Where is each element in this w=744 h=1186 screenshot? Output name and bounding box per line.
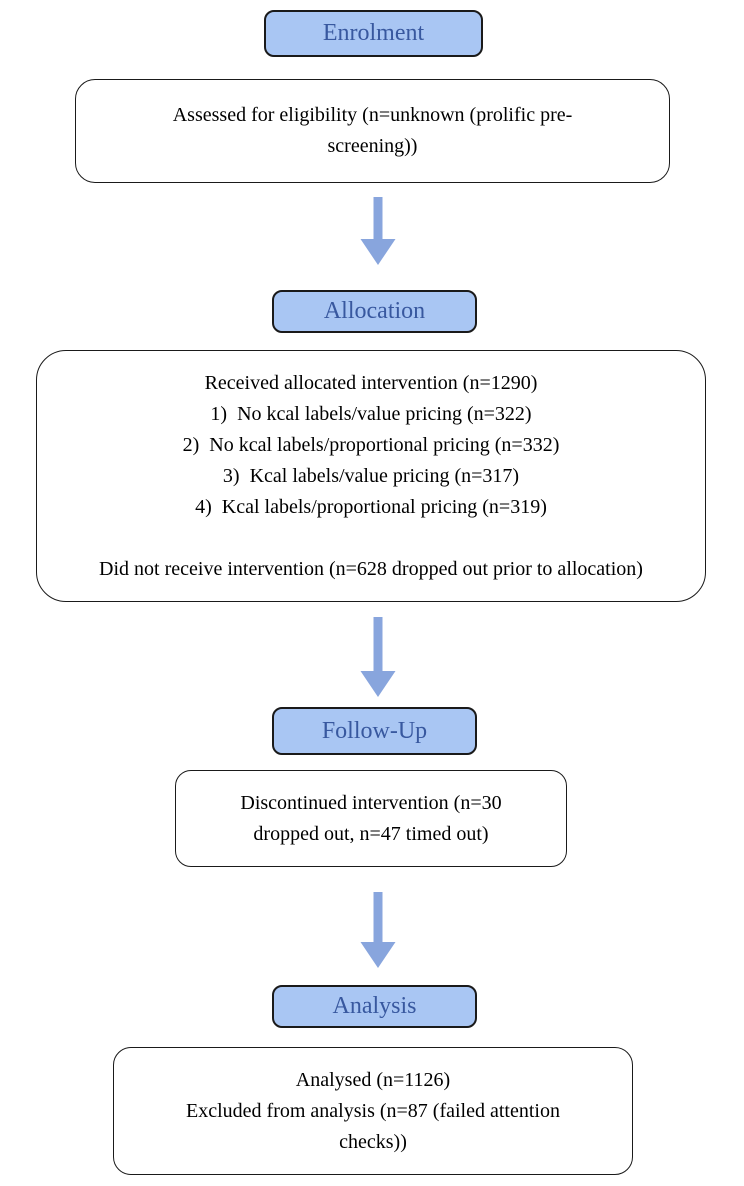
stage-header-followup-label: Follow-Up: [321, 717, 428, 744]
stage-header-enrolment-label: Enrolment: [322, 20, 425, 46]
flow-box-allocation-detail-text: Received allocated intervention (n=1290)…: [99, 371, 643, 580]
stage-header-enrolment: Enrolment: [264, 10, 483, 57]
flow-box-discontinued-text: Discontinued intervention (n=30 dropped …: [240, 791, 502, 845]
flow-box-analysed: Analysed (n=1126) Excluded from analysis…: [113, 1047, 633, 1175]
flow-box-assessed: Assessed for eligibility (n=unknown (pro…: [75, 79, 670, 183]
stage-header-analysis-label: Analysis: [332, 993, 417, 1019]
stage-header-allocation-label: Allocation: [323, 298, 426, 324]
stage-header-followup: Follow-Up: [272, 707, 477, 755]
arrow-down-icon: [358, 892, 398, 968]
stage-header-analysis: Analysis: [272, 985, 477, 1028]
flow-box-assessed-text: Assessed for eligibility (n=unknown (pro…: [172, 104, 573, 157]
arrow-down-icon: [358, 197, 398, 265]
arrow-down-icon: [358, 617, 398, 697]
flow-box-discontinued: Discontinued intervention (n=30 dropped …: [175, 770, 567, 867]
stage-header-allocation: Allocation: [272, 290, 477, 333]
flow-box-analysed-text: Analysed (n=1126) Excluded from analysis…: [186, 1068, 560, 1153]
flow-box-allocation-detail: Received allocated intervention (n=1290)…: [36, 350, 706, 602]
